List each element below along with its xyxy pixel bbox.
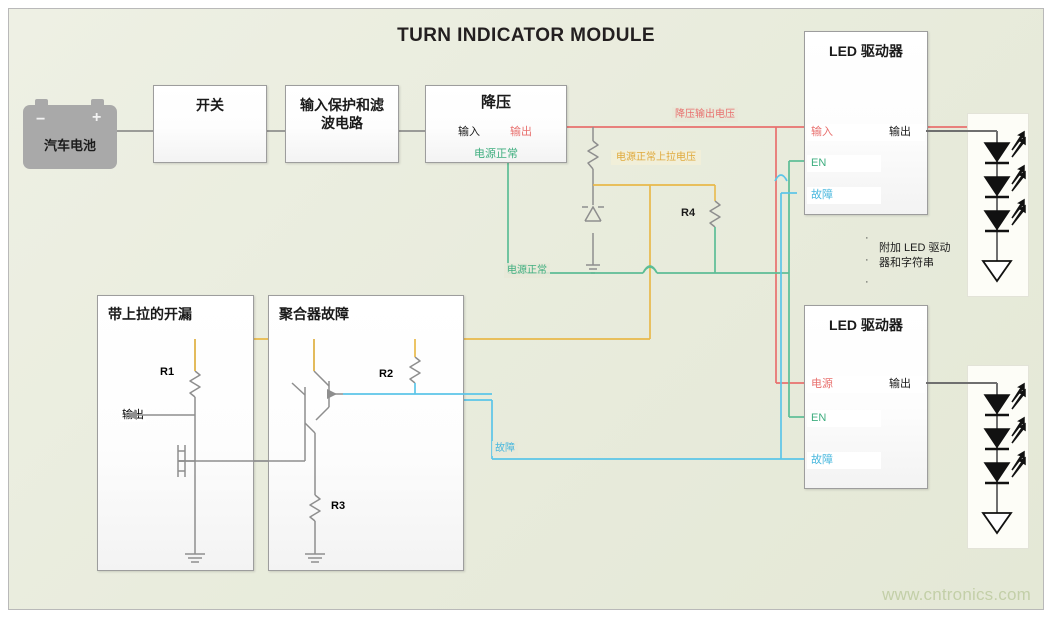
led-driver-2-title: LED 驱动器 xyxy=(829,317,903,333)
open-drain-output-label: 输出 xyxy=(120,408,146,422)
resistor-r4-label: R4 xyxy=(681,207,696,219)
resistor-r2-label: R2 xyxy=(379,368,394,380)
switch-block-label: 开关 xyxy=(196,97,224,113)
led-driver-2-pin-fault: 故障 xyxy=(811,454,833,466)
led-driver-2-fault-pinbar xyxy=(807,452,881,469)
led-driver-1-title: LED 驱动器 xyxy=(829,43,903,59)
led-driver-1-pin-power: 输入 xyxy=(811,126,833,138)
led-string-1-panel xyxy=(967,113,1029,297)
battery-terminal-negative-nub xyxy=(35,99,48,106)
led-driver-1-power-pinbar xyxy=(807,124,881,141)
buck-converter-block: 降压 输入 输出 电源正常 xyxy=(425,85,567,163)
signal-label-buck-output-voltage: 降压输出电压 xyxy=(672,107,738,122)
led-driver-1-en-pinbar xyxy=(807,155,881,172)
additional-drivers-bullet-3: · xyxy=(865,276,869,288)
buck-pin-input: 输入 xyxy=(458,126,480,138)
battery-plus-sign: + xyxy=(92,109,102,126)
switch-block: 开关 xyxy=(153,85,267,163)
input-protection-block: 输入保护和滤波电路 xyxy=(285,85,399,163)
battery-terminal-positive-nub xyxy=(91,99,104,106)
led-driver-1-pin-output: 输出 xyxy=(889,126,911,138)
led-string-2-panel xyxy=(967,365,1029,549)
led-driver-2-en-pinbar xyxy=(807,410,881,427)
led-driver-2-pin-output: 输出 xyxy=(889,378,911,390)
additional-drivers-note: 附加 LED 驱动器和字符串 xyxy=(879,242,951,269)
battery-minus-sign: − xyxy=(36,111,46,128)
additional-drivers-bullet-2: · xyxy=(865,254,869,266)
diagram-frame: TURN INDICATOR MODULE xyxy=(8,8,1044,610)
resistor-r3-label: R3 xyxy=(331,500,346,512)
additional-drivers-bullet-1: · xyxy=(865,232,869,244)
led-driver-1-pin-fault: 故障 xyxy=(811,189,833,201)
open-drain-block: 带上拉的开漏 R1 输出 xyxy=(97,295,254,571)
led-driver-2-block: LED 驱动器 电源 EN 故障 输出 xyxy=(804,305,928,489)
signal-label-fault: 故障 xyxy=(492,441,518,456)
page-title: TURN INDICATOR MODULE xyxy=(397,25,655,46)
led-driver-2-output-pinbar xyxy=(879,376,925,393)
signal-label-pgood-pullup-voltage: 电源正常上拉电压 xyxy=(611,150,701,165)
led-driver-1-fault-pinbar xyxy=(807,187,881,204)
buck-title: 降压 xyxy=(480,94,511,111)
input-protection-label: 输入保护和滤波电路 xyxy=(300,97,384,131)
buck-pin-power-good: 电源正常 xyxy=(474,148,518,160)
aggregator-fault-block: 聚合器故障 R2 R3 xyxy=(268,295,464,571)
battery-label: 汽车电池 xyxy=(43,138,96,153)
led-driver-2-pin-en: EN xyxy=(811,412,827,424)
aggregator-title: 聚合器故障 xyxy=(279,306,349,322)
signal-label-power-good: 电源正常 xyxy=(504,263,550,278)
led-driver-2-power-pinbar xyxy=(807,376,881,393)
resistor-r1-label: R1 xyxy=(160,366,175,378)
led-driver-1-block: LED 驱动器 输入 EN 故障 输出 xyxy=(804,31,928,215)
led-driver-1-output-pinbar xyxy=(879,124,925,141)
car-battery: − + 汽车电池 xyxy=(23,99,117,169)
open-drain-title: 带上拉的开漏 xyxy=(108,306,192,322)
led-driver-1-pin-en: EN xyxy=(811,157,827,169)
buck-pin-output: 输出 xyxy=(510,126,532,138)
led-driver-2-pin-power: 电源 xyxy=(811,378,833,390)
watermark: www.cntronics.com xyxy=(882,585,1031,604)
